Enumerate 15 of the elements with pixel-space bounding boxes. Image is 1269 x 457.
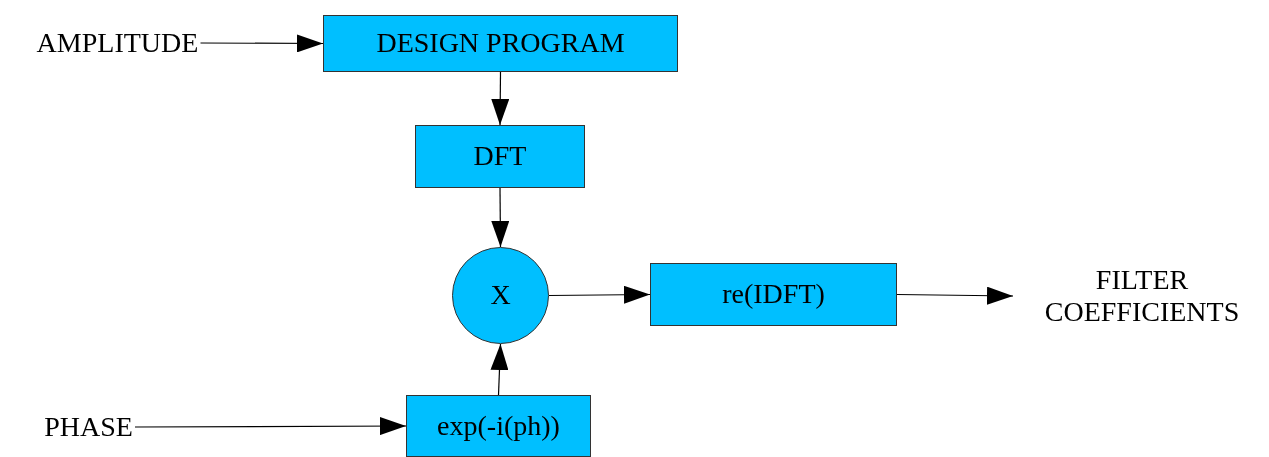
arrow: [134, 417, 407, 436]
io-label: AMPLITUDE: [36, 26, 199, 60]
arrow: [491, 187, 510, 248]
process-box: exp(-i(ph)): [406, 395, 591, 457]
arrow: [199, 34, 324, 53]
arrow: [896, 286, 1014, 305]
process-box: DESIGN PROGRAM: [323, 15, 678, 72]
arrow: [491, 71, 510, 126]
arrow: [548, 285, 651, 304]
io-label: PHASE: [44, 410, 133, 444]
multiplier-circle: X: [452, 247, 549, 344]
io-label: FILTER COEFFICIENTS: [1043, 263, 1241, 329]
process-box: re(IDFT): [650, 263, 897, 326]
process-box: DFT: [415, 125, 585, 188]
arrow: [490, 343, 509, 396]
